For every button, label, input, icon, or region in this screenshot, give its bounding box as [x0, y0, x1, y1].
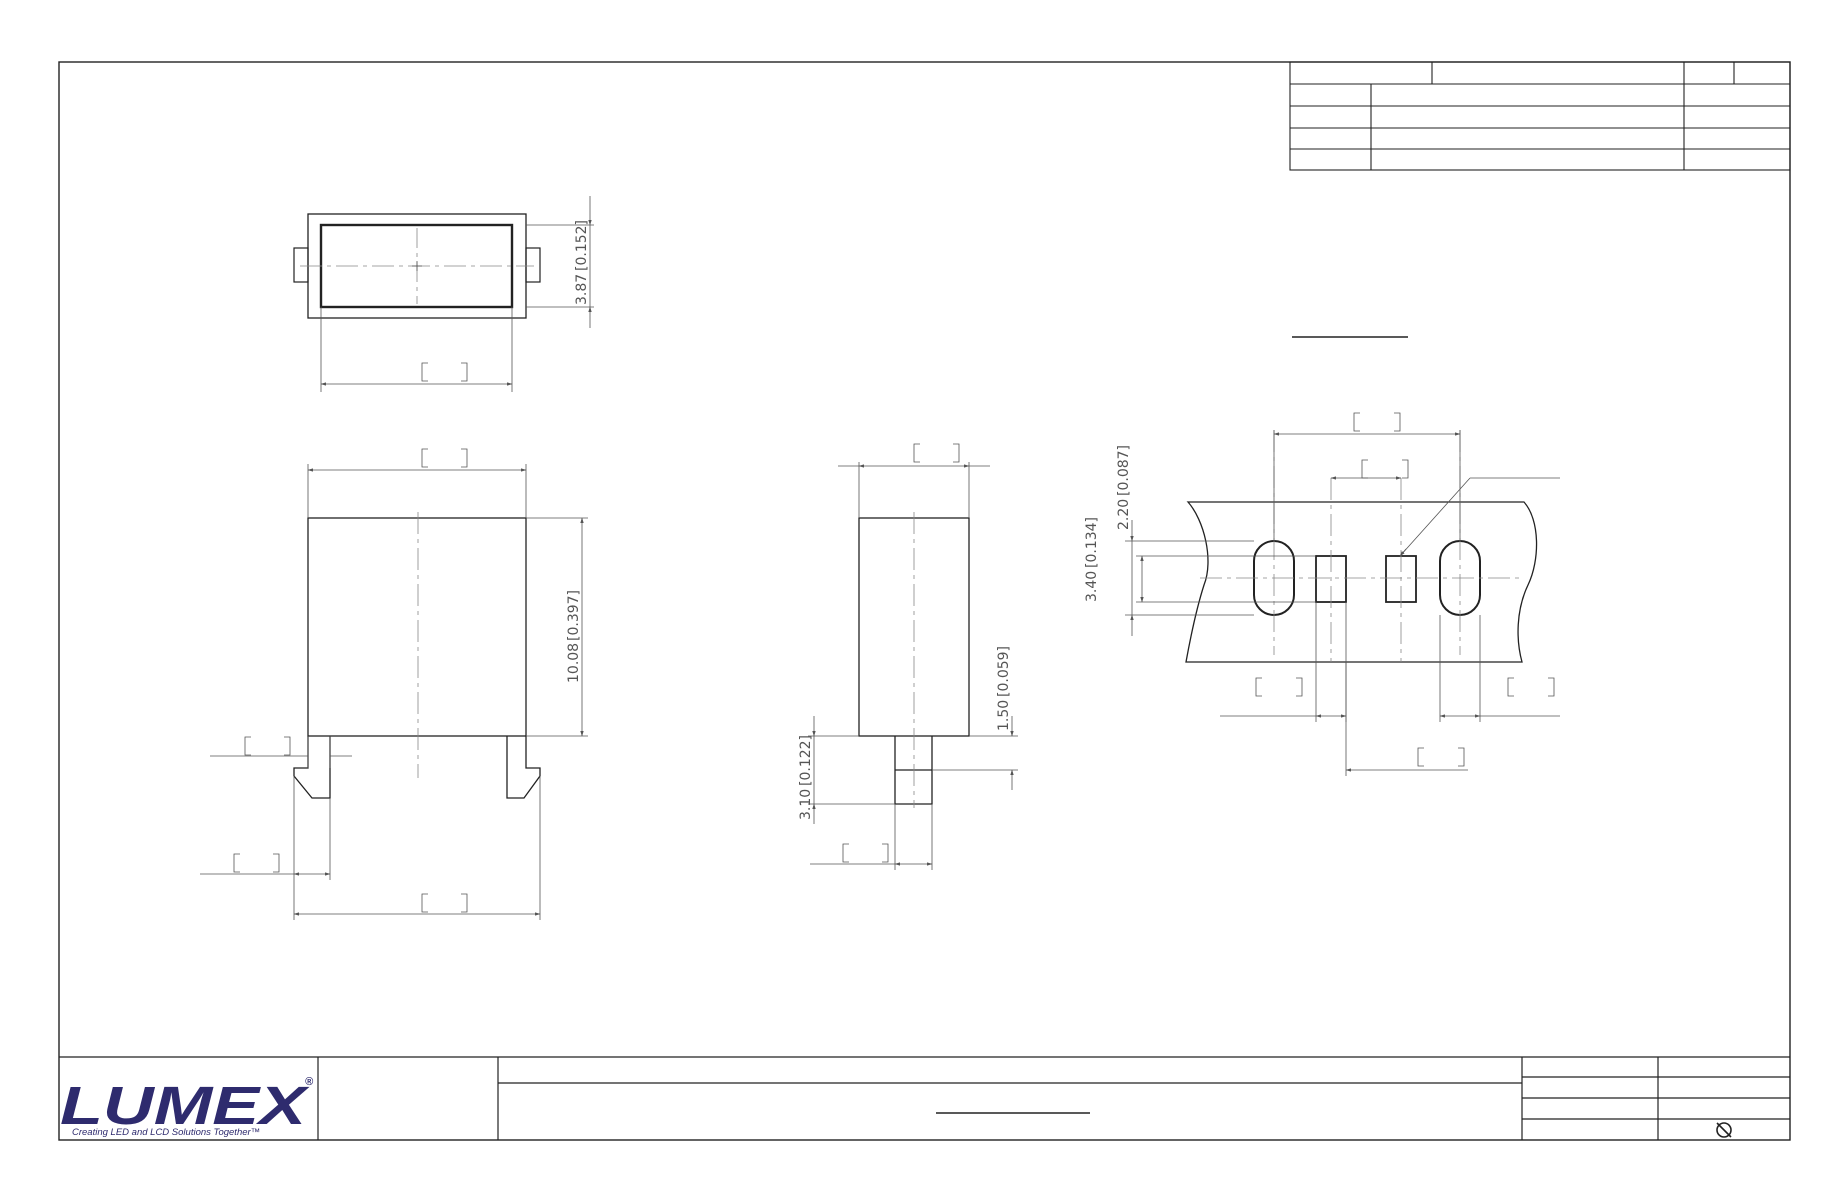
- dim-front-body-height: 10.08: [566, 643, 582, 683]
- dim-top-view-height: 3.87: [574, 274, 590, 305]
- footprint-dims: [1125, 412, 1560, 776]
- lumex-logo: LUMEX ® Creating LED and LCD Solutions T…: [60, 1076, 314, 1138]
- side-view-dims: [808, 443, 1018, 870]
- side-view: [858, 512, 970, 808]
- registered-mark: ®: [305, 1076, 314, 1088]
- dim-side-step: 1.50: [996, 700, 1012, 731]
- front-view-dims: [200, 448, 588, 920]
- dim-side-lead-length: 3.10: [798, 789, 814, 820]
- projection-symbol-icon: [1716, 1122, 1732, 1138]
- top-view: [293, 213, 541, 319]
- dim-side-step-in: [0.059]: [996, 646, 1012, 697]
- dim-pad-row-spacing: 2.20: [1116, 499, 1132, 530]
- dim-pad-row-spacing-in: [0.087]: [1116, 445, 1132, 496]
- logo-text: LUMEX: [60, 1076, 310, 1136]
- logo-tagline: Creating LED and LCD Solutions Together™: [72, 1127, 260, 1138]
- front-view: [293, 512, 541, 799]
- dim-pad-column-height-in: [0.134]: [1084, 517, 1100, 568]
- dim-front-body-height-in: [0.397]: [566, 590, 582, 641]
- sheet-border: [58, 61, 1791, 1141]
- dim-top-view-height-in: [0.152]: [574, 220, 590, 271]
- footprint-view: [1185, 501, 1538, 663]
- top-view-dims: [320, 196, 594, 392]
- dim-pad-column-height: 3.40: [1084, 571, 1100, 602]
- title-block: [59, 1056, 1790, 1140]
- revision-block: [1289, 61, 1791, 171]
- dim-side-lead-length-in: [0.122]: [798, 735, 814, 786]
